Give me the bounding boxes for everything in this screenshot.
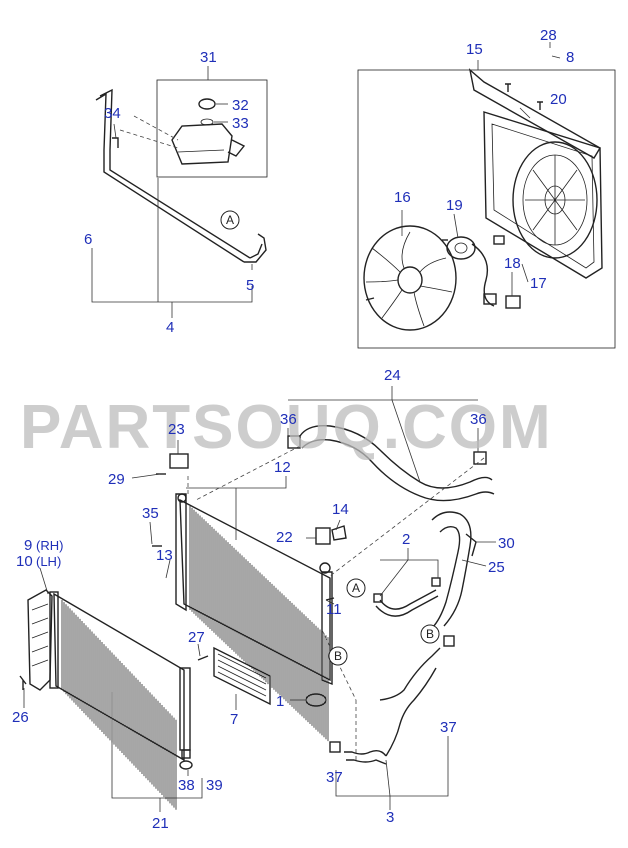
callout-37-right: 37 <box>440 719 457 736</box>
callout-23: 23 <box>168 421 185 438</box>
reference-mark-b-right: B <box>420 624 440 644</box>
callout-12: 12 <box>274 459 291 476</box>
callout-10: 10 <box>16 553 33 570</box>
callout-28: 28 <box>540 27 557 44</box>
reference-mark-b-left: B <box>328 646 348 666</box>
callout-6: 6 <box>84 231 92 248</box>
callout-17: 17 <box>530 275 547 292</box>
callout-27: 27 <box>188 629 205 646</box>
callout-21: 21 <box>152 815 169 832</box>
callout-3: 3 <box>386 809 394 826</box>
callout-30: 30 <box>498 535 515 552</box>
callout-7: 7 <box>230 711 238 728</box>
callout-37-left: 37 <box>326 769 343 786</box>
callout-5: 5 <box>246 277 254 294</box>
callout-14: 14 <box>332 501 349 518</box>
watermark: PARTSOUQ.COM <box>20 393 553 462</box>
oil-cooler-hose-3 <box>329 635 455 765</box>
callout-36-left: 36 <box>280 411 297 428</box>
callout-25: 25 <box>488 559 505 576</box>
callout-32: 32 <box>232 97 249 114</box>
callout-1: 1 <box>276 693 284 710</box>
callout-39: 39 <box>206 777 223 794</box>
callout-18: 18 <box>504 255 521 272</box>
callout-38: 38 <box>178 777 195 794</box>
callout-8: 8 <box>566 49 574 66</box>
svg-text:B: B <box>334 649 342 663</box>
reservoir-assembly <box>119 79 268 178</box>
callout-19: 19 <box>446 197 463 214</box>
callout-22: 22 <box>276 529 293 546</box>
svg-text:A: A <box>352 581 360 595</box>
lower-radiator-hose <box>431 511 472 629</box>
callout-34: 34 <box>104 105 121 122</box>
callout-26: 26 <box>12 709 29 726</box>
upper-radiator-hose <box>287 425 495 502</box>
condenser-core <box>49 591 191 810</box>
callout-33: 33 <box>232 115 249 132</box>
reference-mark-a-lower: A <box>346 578 366 598</box>
svg-text:A: A <box>226 213 234 227</box>
fan-shroud-assembly <box>357 68 616 349</box>
callout-10-side: (LH) <box>36 554 61 569</box>
radiator-core <box>175 493 333 742</box>
oil-cooler <box>213 646 271 706</box>
callout-11: 11 <box>326 601 342 618</box>
reservoir-hose <box>95 88 267 263</box>
callout-31: 31 <box>200 49 217 66</box>
callout-16: 16 <box>394 189 411 206</box>
leader-lines <box>23 42 561 812</box>
small-parts <box>152 453 477 770</box>
oil-cooler-hose-2 <box>373 577 441 617</box>
callout-13: 13 <box>156 547 173 564</box>
callout-labels: 31 32 33 34 6 5 4 28 8 15 20 16 19 18 17… <box>12 27 574 832</box>
callout-35: 35 <box>142 505 159 522</box>
callout-20: 20 <box>550 91 567 108</box>
callout-36-right: 36 <box>470 411 487 428</box>
air-guard <box>19 589 53 691</box>
callout-9: 9 <box>24 537 32 554</box>
callout-4: 4 <box>166 319 174 336</box>
callout-29: 29 <box>108 471 125 488</box>
callout-9-side: (RH) <box>36 538 63 553</box>
svg-text:B: B <box>426 627 434 641</box>
callout-15: 15 <box>466 41 483 58</box>
reference-mark-a-upper: A <box>220 210 240 230</box>
callout-24: 24 <box>384 367 401 384</box>
callout-2: 2 <box>402 531 410 548</box>
